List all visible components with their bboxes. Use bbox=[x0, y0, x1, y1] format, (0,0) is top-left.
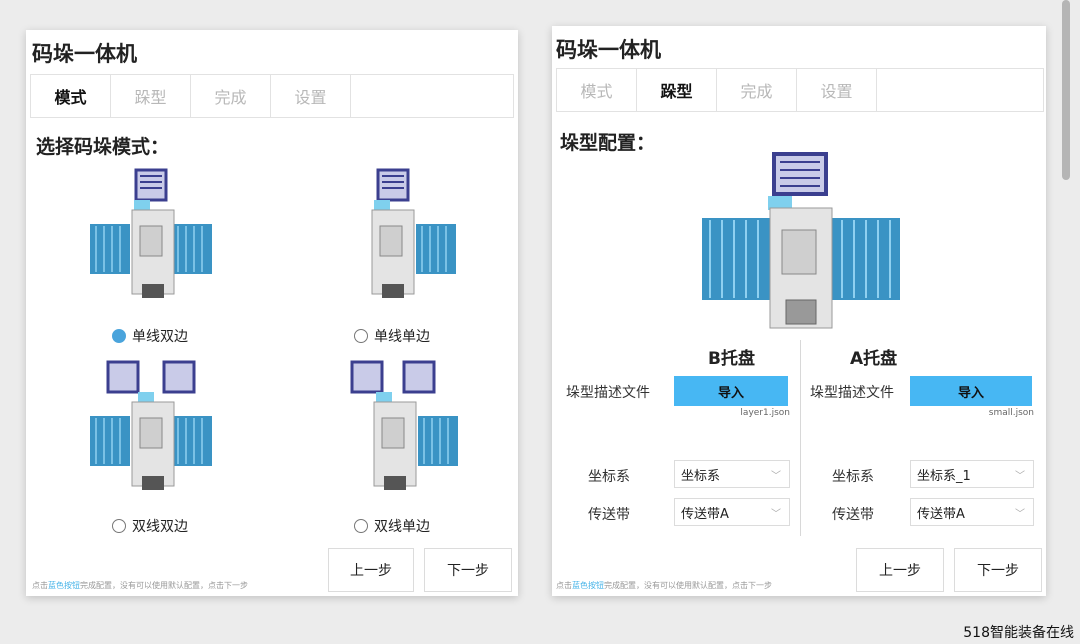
tray-b-conveyor-select[interactable]: 传送带A﹀ bbox=[674, 498, 790, 526]
footer-hint: 点击蓝色按钮完成配置，没有可以使用默认配置，点击下一步 bbox=[556, 581, 772, 590]
tab-mode[interactable]: 模式 bbox=[557, 69, 637, 111]
mode-option-single-line-double-side[interactable]: 单线双边 bbox=[112, 326, 188, 346]
tab-settings[interactable]: 设置 bbox=[797, 69, 877, 111]
radio-checked[interactable] bbox=[112, 329, 126, 343]
mode-option-double-line-double-side[interactable]: 双线双边 bbox=[112, 516, 188, 536]
radio-unchecked[interactable] bbox=[354, 519, 368, 533]
tab-stack-type[interactable]: 跺型 bbox=[111, 75, 191, 117]
tray-a-coord-label: 坐标系 bbox=[832, 469, 874, 485]
tray-b-coord-label: 坐标系 bbox=[588, 469, 630, 485]
prev-button[interactable]: 上一步 bbox=[856, 548, 944, 592]
option-label: 单线双边 bbox=[132, 329, 188, 345]
tray-b-coord-select[interactable]: 坐标系﹀ bbox=[674, 460, 790, 488]
prev-button[interactable]: 上一步 bbox=[328, 548, 414, 592]
watermark: 518智能装备在线 bbox=[963, 625, 1074, 641]
tray-a-conveyor-label: 传送带 bbox=[832, 507, 874, 523]
tab-finish[interactable]: 完成 bbox=[717, 69, 797, 111]
tab-stack-type[interactable]: 跺型 bbox=[637, 69, 717, 111]
app-title: 码垛一体机 bbox=[556, 38, 661, 62]
chevron-down-icon: ﹀ bbox=[771, 471, 781, 482]
tab-mode[interactable]: 模式 bbox=[31, 75, 111, 117]
tray-b-desc-label: 垛型描述文件 bbox=[566, 385, 650, 401]
chevron-down-icon: ﹀ bbox=[1015, 471, 1025, 482]
tray-a-import-button[interactable]: 导入 bbox=[910, 376, 1032, 406]
tab-settings[interactable]: 设置 bbox=[271, 75, 351, 117]
app-title: 码垛一体机 bbox=[32, 42, 137, 66]
tray-a-coord-select[interactable]: 坐标系_1﹀ bbox=[910, 460, 1034, 488]
tray-a-title: A托盘 bbox=[850, 349, 898, 369]
chevron-down-icon: ﹀ bbox=[771, 509, 781, 520]
palletizer-robot-icon bbox=[702, 152, 900, 329]
chevron-down-icon: ﹀ bbox=[1015, 509, 1025, 520]
palletizer-robot-icon bbox=[90, 360, 212, 490]
tab-bar: 模式 跺型 完成 设置 bbox=[30, 74, 514, 118]
tray-b-conveyor-label: 传送带 bbox=[588, 507, 630, 523]
palletizer-robot-icon bbox=[90, 168, 212, 298]
footer-hint: 点击蓝色按钮完成配置，没有可以使用默认配置，点击下一步 bbox=[32, 581, 248, 590]
mode-panel: 码垛一体机 模式 跺型 完成 设置 选择码垛模式： bbox=[26, 30, 518, 596]
section-title: 垛型配置： bbox=[560, 132, 656, 154]
tray-b-file-name: layer1.json bbox=[740, 408, 790, 418]
tray-b-title: B托盘 bbox=[708, 349, 755, 369]
tray-b-import-button[interactable]: 导入 bbox=[674, 376, 788, 406]
palletizer-robot-icon bbox=[371, 168, 456, 298]
mode-option-single-line-single-side[interactable]: 单线单边 bbox=[354, 326, 430, 346]
stack-type-panel: 码垛一体机 模式 跺型 完成 设置 垛型配置： B托盘 垛型描述文件 导入 la… bbox=[552, 26, 1046, 596]
mode-option-double-line-single-side[interactable]: 双线单边 bbox=[354, 516, 430, 536]
option-label: 单线单边 bbox=[374, 329, 430, 345]
tray-a-desc-label: 垛型描述文件 bbox=[810, 385, 894, 401]
radio-unchecked[interactable] bbox=[112, 519, 126, 533]
radio-unchecked[interactable] bbox=[354, 329, 368, 343]
section-title: 选择码垛模式： bbox=[36, 136, 170, 158]
tab-finish[interactable]: 完成 bbox=[191, 75, 271, 117]
tab-bar: 模式 跺型 完成 设置 bbox=[556, 68, 1044, 112]
tray-a-conveyor-select[interactable]: 传送带A﹀ bbox=[910, 498, 1034, 526]
option-label: 双线双边 bbox=[132, 519, 188, 535]
tray-divider bbox=[800, 340, 801, 536]
next-button[interactable]: 下一步 bbox=[954, 548, 1042, 592]
page-scrollbar[interactable] bbox=[1062, 0, 1070, 180]
tray-a-file-name: small.json bbox=[988, 408, 1034, 418]
palletizer-robot-icon bbox=[350, 360, 458, 490]
option-label: 双线单边 bbox=[374, 519, 430, 535]
next-button[interactable]: 下一步 bbox=[424, 548, 512, 592]
